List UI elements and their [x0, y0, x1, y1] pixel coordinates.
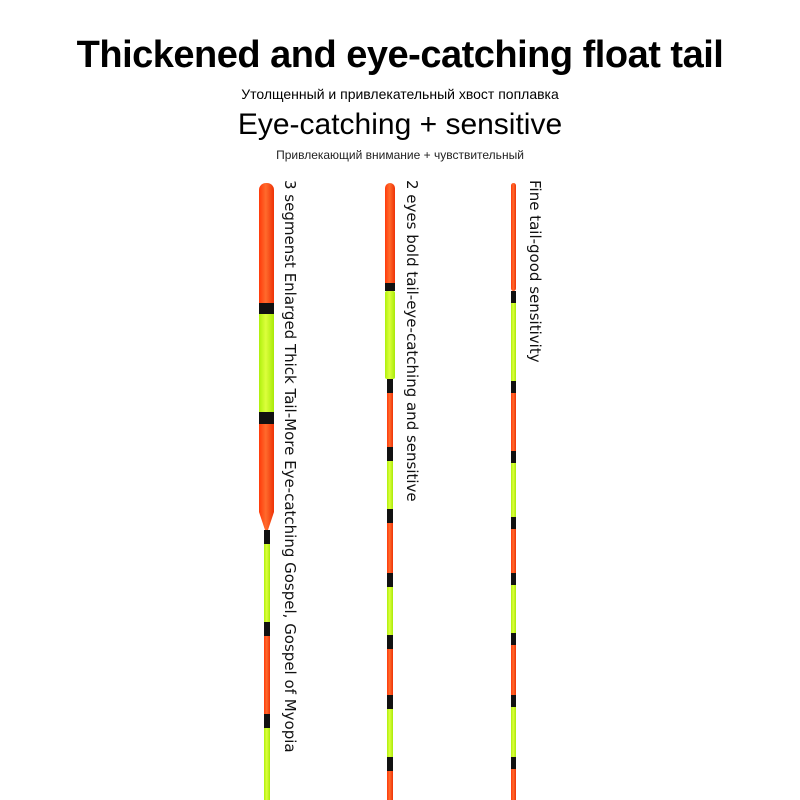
float-fine-tail — [511, 183, 516, 800]
float-thick-tail — [259, 183, 274, 800]
page-subtitle: Eye-catching + sensitive — [237, 108, 563, 141]
float-label-thick: 3 segmenst Enlarged Thick Tail-More Eye-… — [281, 180, 299, 753]
float-bold-tail — [385, 183, 395, 800]
page-title-russian: Утолщенный и привлекательный хвост попла… — [241, 86, 559, 102]
float-label-bold: 2 eyes bold tail-eye-catching and sensit… — [403, 180, 421, 502]
page-subtitle-russian: Привлекающий внимание + чувствительный — [276, 148, 524, 162]
page-title: Thickened and eye-catching float tail — [76, 34, 724, 76]
float-label-fine: Fine tail-good sensitivity — [526, 180, 544, 363]
